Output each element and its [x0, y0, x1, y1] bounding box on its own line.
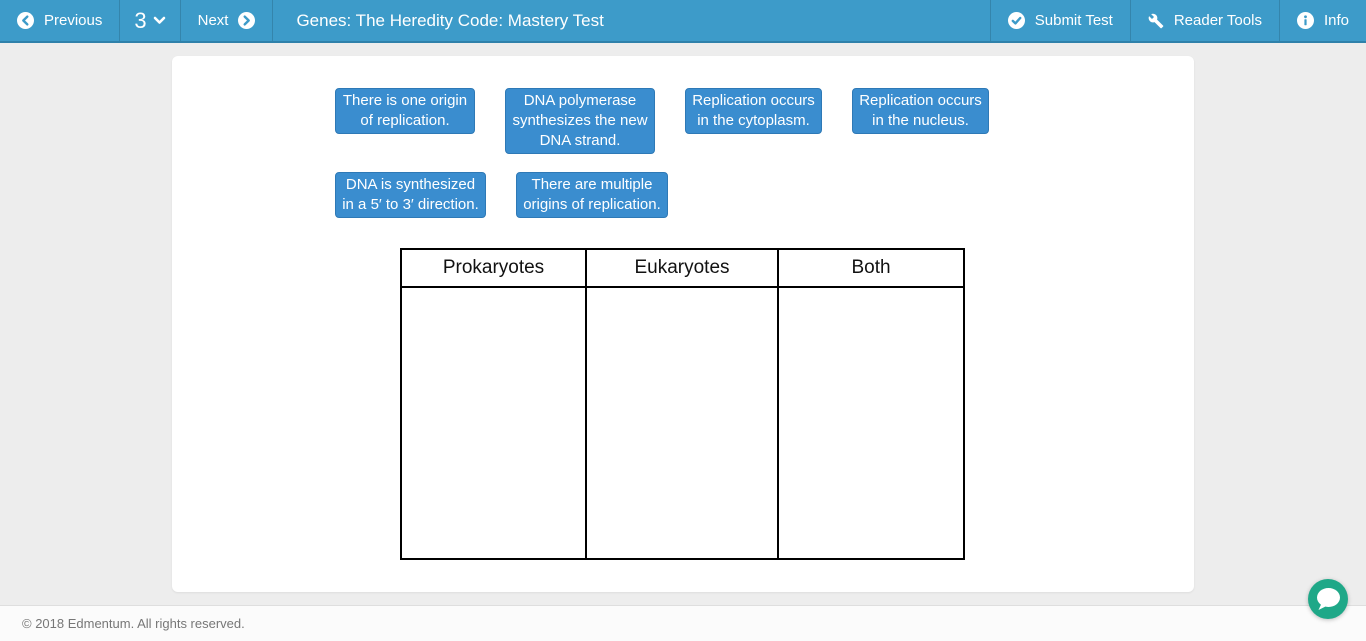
- column-header-prokaryotes: Prokaryotes: [400, 248, 587, 288]
- copyright-text: © 2018 Edmentum. All rights reserved.: [22, 616, 245, 631]
- draggable-tile-nucleus[interactable]: Replication occurs in the nucleus.: [852, 88, 989, 134]
- answer-tiles-container: There is one origin of replication. DNA …: [335, 56, 1035, 218]
- next-button[interactable]: Next: [181, 0, 274, 41]
- chevron-left-circle-icon: [17, 12, 34, 29]
- test-title: Genes: The Heredity Code: Mastery Test: [296, 10, 604, 30]
- chevron-down-icon: [153, 16, 166, 25]
- draggable-tile-multiple-origins[interactable]: There are multiple origins of replicatio…: [516, 172, 668, 218]
- column-header-eukaryotes: Eukaryotes: [585, 248, 779, 288]
- draggable-tile-dna-polymerase[interactable]: DNA polymerase synthesizes the new DNA s…: [505, 88, 655, 154]
- check-circle-icon: [1007, 12, 1025, 29]
- previous-button[interactable]: Previous: [0, 0, 121, 41]
- drop-zone-eukaryotes[interactable]: [585, 286, 779, 560]
- previous-label: Previous: [44, 12, 103, 29]
- category-table-body-row: [400, 286, 965, 560]
- drop-zone-prokaryotes[interactable]: [400, 286, 587, 560]
- info-button[interactable]: Info: [1278, 0, 1366, 41]
- test-navigation-bar: Previous 3 Next Genes: The Heredity Code…: [0, 0, 1366, 43]
- drop-zone-both[interactable]: [777, 286, 965, 560]
- submit-test-button[interactable]: Submit Test: [989, 0, 1130, 41]
- draggable-tile-cytoplasm[interactable]: Replication occurs in the cytoplasm.: [685, 88, 822, 134]
- submit-test-label: Submit Test: [1034, 12, 1113, 29]
- next-label: Next: [197, 12, 229, 29]
- question-number: 3: [134, 7, 147, 33]
- reader-tools-label: Reader Tools: [1173, 12, 1262, 29]
- chat-bubble-icon: [1308, 579, 1348, 619]
- topbar-actions: Submit Test Reader Tools Info: [989, 0, 1366, 41]
- column-header-both: Both: [777, 248, 965, 288]
- question-number-dropdown[interactable]: 3: [120, 0, 181, 41]
- reader-tools-button[interactable]: Reader Tools: [1129, 0, 1279, 41]
- chevron-right-circle-icon: [238, 12, 256, 29]
- category-table-header-row: Prokaryotes Eukaryotes Both: [400, 248, 965, 288]
- info-label: Info: [1323, 12, 1349, 29]
- main-content: There is one origin of replication. DNA …: [0, 43, 1366, 605]
- page-footer: © 2018 Edmentum. All rights reserved.: [0, 605, 1366, 641]
- question-card: There is one origin of replication. DNA …: [172, 56, 1194, 592]
- draggable-tile-one-origin[interactable]: There is one origin of replication.: [335, 88, 475, 134]
- category-table: Prokaryotes Eukaryotes Both: [400, 248, 965, 560]
- draggable-tile-5-to-3[interactable]: DNA is synthesized in a 5′ to 3′ directi…: [335, 172, 486, 218]
- chat-button[interactable]: [1308, 579, 1348, 619]
- info-circle-icon: [1296, 12, 1314, 29]
- wrench-icon: [1148, 13, 1164, 29]
